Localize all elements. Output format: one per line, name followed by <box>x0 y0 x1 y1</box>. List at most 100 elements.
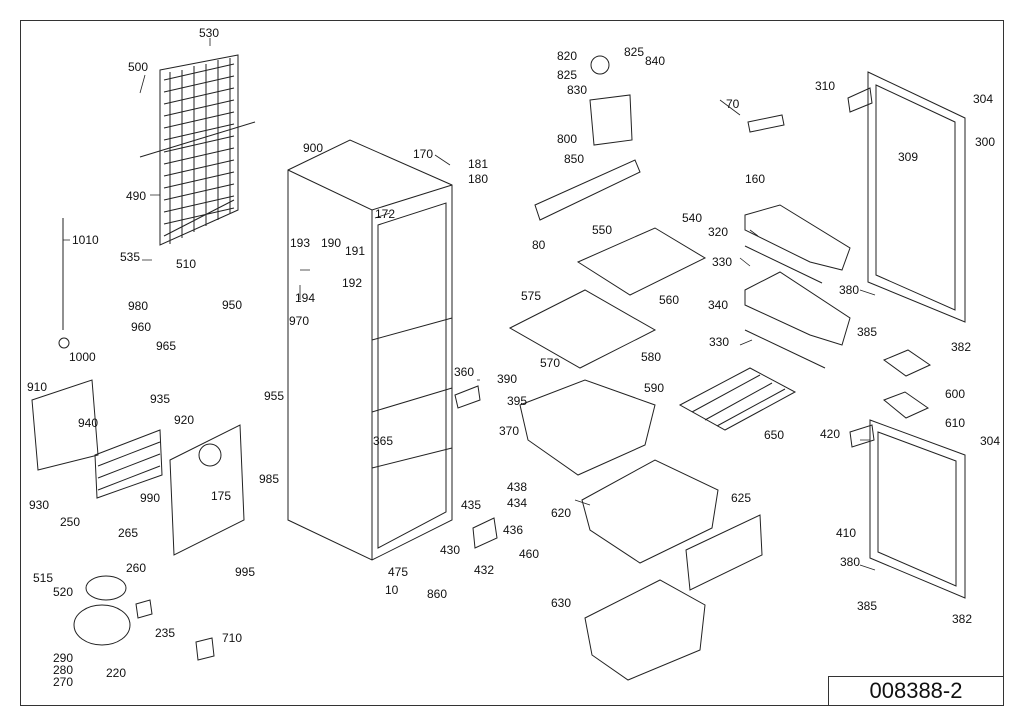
part-label: 330 <box>712 255 733 269</box>
part-label: 860 <box>427 587 448 601</box>
glass-shelf-lower <box>508 289 657 369</box>
part-label: 955 <box>264 389 285 403</box>
part-label: 935 <box>150 392 171 406</box>
compressor-damper <box>85 575 127 601</box>
part-label: 825 <box>557 68 578 82</box>
wine-rack <box>678 367 797 431</box>
freezer-door <box>869 419 966 599</box>
compressor <box>73 604 131 646</box>
part-label: 620 <box>551 506 572 520</box>
part-label: 290 <box>53 651 74 665</box>
fridge-door-inner <box>875 84 956 311</box>
part-label: 820 <box>557 49 578 63</box>
part-label: 172 <box>375 207 396 221</box>
part-label: 330 <box>709 335 730 349</box>
part-label: 194 <box>295 291 316 305</box>
part-label: 515 <box>33 571 54 585</box>
diagram-border <box>20 20 1004 706</box>
part-label: 560 <box>659 293 680 307</box>
part-label: 390 <box>497 372 518 386</box>
door-balcony-lower <box>744 271 851 346</box>
part-label: 438 <box>507 480 528 494</box>
part-label: 265 <box>118 526 139 540</box>
part-label: 382 <box>951 340 972 354</box>
part-label: 825 <box>624 45 645 59</box>
part-label: 550 <box>592 223 613 237</box>
part-label: 380 <box>839 283 860 297</box>
part-label: 625 <box>731 491 752 505</box>
part-label: 500 <box>128 60 149 74</box>
part-label: 710 <box>222 631 243 645</box>
hinge-bracket <box>454 385 481 409</box>
fridge-door <box>867 71 966 323</box>
part-label: 395 <box>507 394 528 408</box>
part-label: 280 <box>53 663 74 677</box>
part-label: 365 <box>373 434 394 448</box>
bottom-hinge <box>472 517 498 549</box>
part-label: 10 <box>385 583 399 597</box>
part-label: 600 <box>945 387 966 401</box>
freezer-drawer-upper <box>581 459 719 564</box>
part-label: 1000 <box>69 350 96 364</box>
terminal-block <box>195 637 215 661</box>
crisper-drawer <box>519 379 656 476</box>
leader-lines <box>63 38 876 571</box>
part-label: 220 <box>106 666 127 680</box>
part-label: 830 <box>567 83 588 97</box>
part-label: 235 <box>155 626 176 640</box>
part-label: 800 <box>557 132 578 146</box>
door-trim-upper <box>744 245 823 284</box>
evaporator <box>94 429 163 499</box>
part-label: 580 <box>641 350 662 364</box>
part-label: 304 <box>980 434 1001 448</box>
ice-tray <box>883 391 930 419</box>
part-label: 193 <box>290 236 311 250</box>
part-label: 850 <box>564 152 585 166</box>
part-label: 370 <box>499 424 520 438</box>
part-label: 930 <box>29 498 50 512</box>
part-label: 304 <box>973 92 994 106</box>
door-trim-lower <box>744 329 826 369</box>
part-label: 340 <box>708 298 729 312</box>
part-label: 310 <box>815 79 836 93</box>
drawing-number: 008388-2 <box>828 676 1004 706</box>
part-label: 950 <box>222 298 243 312</box>
part-label: 180 <box>468 172 489 186</box>
part-label: 985 <box>259 472 280 486</box>
part-label: 575 <box>521 289 542 303</box>
part-label: 320 <box>708 225 729 239</box>
part-label: 432 <box>474 563 495 577</box>
door-hinge-top <box>847 87 873 113</box>
relay-box <box>135 599 153 619</box>
part-label: 940 <box>78 416 99 430</box>
part-label: 650 <box>764 428 785 442</box>
part-label: 960 <box>131 320 152 334</box>
fan-wheel <box>198 443 222 467</box>
part-label: 360 <box>454 365 475 379</box>
part-label: 610 <box>945 416 966 430</box>
part-label: 410 <box>836 526 857 540</box>
part-label: 380 <box>840 555 861 569</box>
refrigerator-cabinet <box>287 139 453 561</box>
part-label: 535 <box>120 250 141 264</box>
fan-housing <box>589 94 633 146</box>
part-label: 590 <box>644 381 665 395</box>
part-label: 435 <box>461 498 482 512</box>
part-label: 970 <box>289 314 310 328</box>
part-label: 920 <box>174 413 195 427</box>
part-label: 980 <box>128 299 149 313</box>
glass-shelf-upper <box>576 227 707 296</box>
egg-tray <box>882 349 932 377</box>
part-label: 175 <box>211 489 232 503</box>
part-label: 520 <box>53 585 74 599</box>
part-label: 191 <box>345 244 366 258</box>
part-label: 192 <box>342 276 363 290</box>
part-label: 436 <box>503 523 524 537</box>
part-label: 460 <box>519 547 540 561</box>
part-label: 181 <box>468 157 489 171</box>
fan-motor <box>590 55 610 75</box>
part-label: 910 <box>27 380 48 394</box>
part-label: 170 <box>413 147 434 161</box>
part-label: 420 <box>820 427 841 441</box>
